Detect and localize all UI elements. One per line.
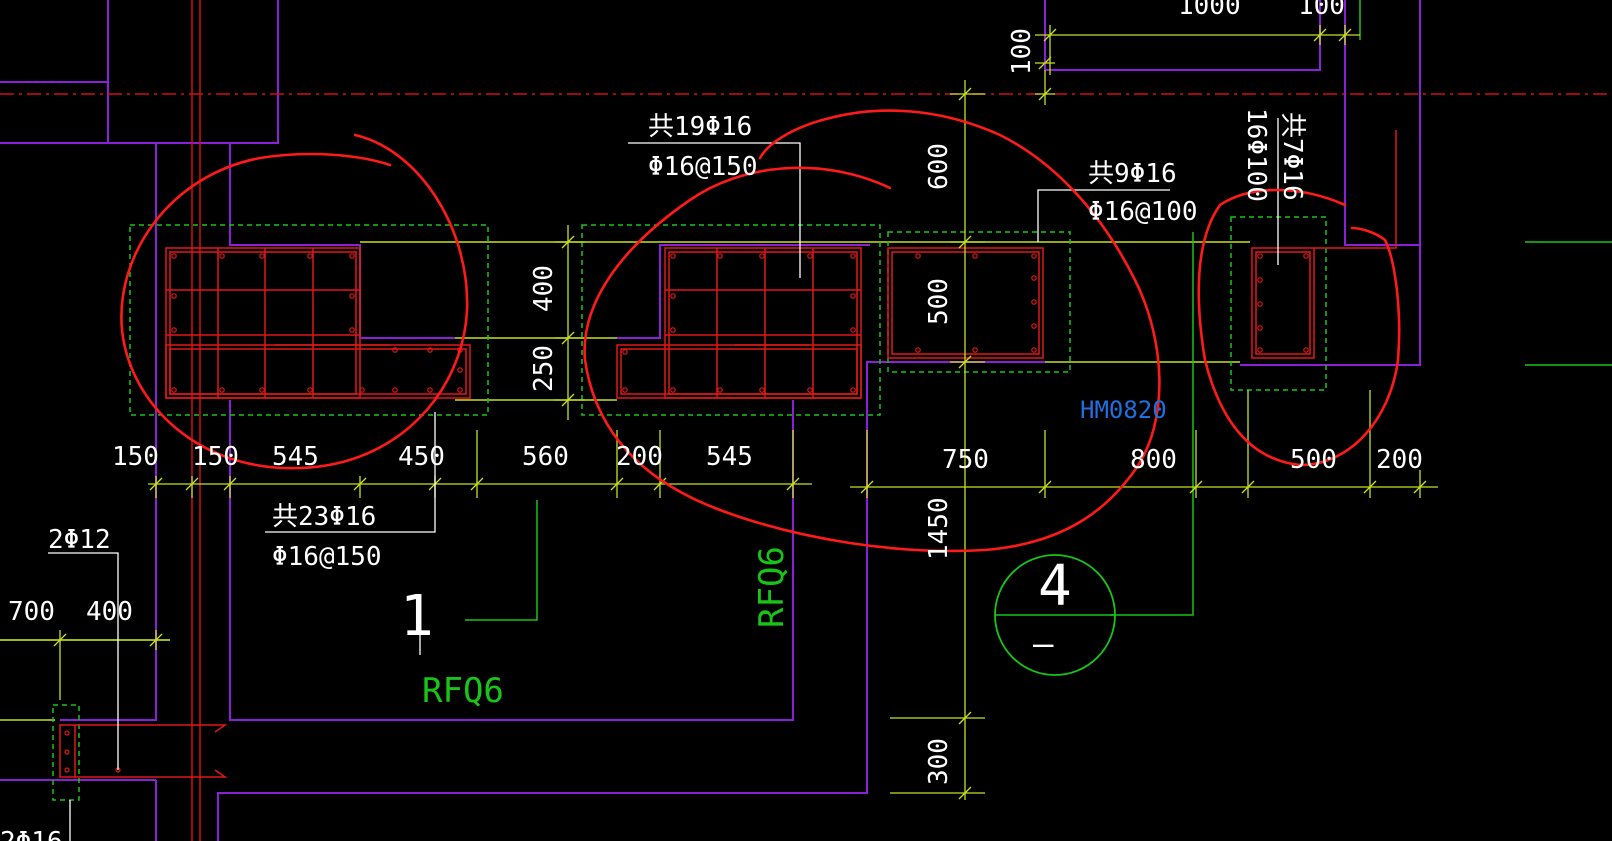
note-n3-line2: 16Φ100: [1241, 108, 1271, 202]
hatch-zone-2: [581, 224, 881, 416]
markup-circle-middle: [583, 109, 1161, 553]
section-mark: 1: [400, 584, 434, 649]
leader-n4: [265, 412, 436, 533]
note-n2-line1: 共9Φ16: [1088, 159, 1177, 189]
markup-circle-right: [1197, 188, 1401, 467]
dim-bottom-8: 750: [942, 445, 989, 475]
dim-ticks-vertical-2: [890, 87, 985, 800]
detail-title-mark: 4 —: [994, 554, 1116, 676]
dimension-lines: [0, 25, 1438, 800]
bottom-room: [217, 361, 1045, 841]
right-wall-lower: [1240, 245, 1421, 366]
dim-top-2: 100: [1298, 0, 1345, 21]
dim-bottom-9: 800: [1130, 445, 1177, 475]
rebar-notes: 共19Φ16 Φ16@150 共9Φ16 Φ16@100 共7Φ16 16Φ10…: [0, 108, 1307, 841]
note-n5: 2Φ12: [48, 525, 111, 555]
note-n2-line2: Φ16@100: [1088, 197, 1198, 227]
leader-n2: [1037, 189, 1170, 242]
dim-bottom-5: 560: [522, 442, 569, 472]
dim-vertical-7: 100: [1007, 28, 1037, 75]
dim-vertical-1: 400: [529, 265, 559, 312]
note-n3-line1: 共7Φ16: [1277, 112, 1307, 201]
dim-vertical-4: 500: [924, 278, 954, 325]
rebar-cage-2: [616, 247, 862, 399]
note-n1-line2: Φ16@150: [648, 152, 758, 182]
dim-bottom-1: 150: [112, 442, 159, 472]
dim-ticks-bottom: [155, 390, 1421, 498]
hatch-zone-1: [129, 224, 489, 416]
hatch-zone-5: [52, 704, 80, 801]
rebar-cages: [59, 130, 1397, 778]
dim-bottom-4: 450: [398, 442, 445, 472]
wall-block-1-top: [229, 143, 455, 339]
upper-left-room: [0, 0, 109, 83]
dim-vertical-6: 300: [924, 738, 954, 785]
wall-block-2-left: [617, 244, 870, 339]
markup-annotations: [120, 109, 1401, 553]
wall-label-horizontal: RFQ6: [422, 671, 504, 711]
right-wall: [1344, 0, 1421, 246]
left-wall-vertical: [60, 143, 157, 721]
leader-n5: [48, 552, 119, 770]
dimension-texts: 150 150 545 450 560 200 545 750 800 500 …: [8, 0, 1423, 785]
door-label: HM0820: [1080, 396, 1167, 424]
green-leaders: [465, 0, 1612, 621]
dim-vertical-5: 1450: [924, 497, 954, 560]
upper-left-column: [107, 0, 279, 144]
note-n4-line1: 共23Φ16: [272, 502, 376, 532]
dim-top-1: 1000: [1178, 0, 1241, 21]
leader-n1: [628, 142, 801, 278]
dim-ticks-vertical-1: [555, 235, 585, 407]
rebar-cage-5: [59, 724, 228, 778]
detail-leader: [1110, 232, 1194, 616]
markup-circle-left: [120, 133, 469, 470]
detail-sub: —: [1033, 624, 1054, 664]
note-n1-line1: 共19Φ16: [648, 112, 752, 142]
hatch-zone-3: [887, 231, 1071, 373]
dim-bottom-3: 545: [272, 442, 319, 472]
detail-number: 4: [1038, 554, 1072, 619]
wall-label-vertical: RFQ6: [752, 546, 792, 628]
wall-lines: [0, 241, 1250, 721]
hatch-boundaries: [52, 216, 1327, 801]
rebar-cage-1: [165, 247, 471, 399]
dim-bottom-2: 150: [192, 442, 239, 472]
dim-bottom-10: 500: [1290, 445, 1337, 475]
dim-ticks-left: [53, 630, 163, 700]
labels: RFQ6 RFQ6 HM0820 1: [400, 396, 1167, 711]
note-n4-line2: Φ16@150: [272, 542, 382, 572]
section-leader: [465, 500, 538, 621]
dim-left-1: 700: [8, 597, 55, 627]
wall-outlines: [0, 0, 1421, 841]
dim-slashes-bottom: [149, 477, 1427, 494]
dim-left-2: 400: [86, 597, 133, 627]
dim-bottom-6: 200: [616, 442, 663, 472]
dim-bottom-7: 545: [706, 442, 753, 472]
dim-ticks-top: [1035, 25, 1352, 105]
rebar-cage-4: [1251, 130, 1397, 359]
dim-vertical-2: 250: [529, 345, 559, 392]
note-n6-partial: 2Φ16: [0, 827, 63, 841]
note-leaders: [48, 118, 1279, 841]
dim-bottom-11: 200: [1376, 445, 1423, 475]
rebar-dots: [64, 253, 1309, 773]
lower-room: [229, 400, 794, 721]
dim-vertical-3: 600: [924, 143, 954, 190]
